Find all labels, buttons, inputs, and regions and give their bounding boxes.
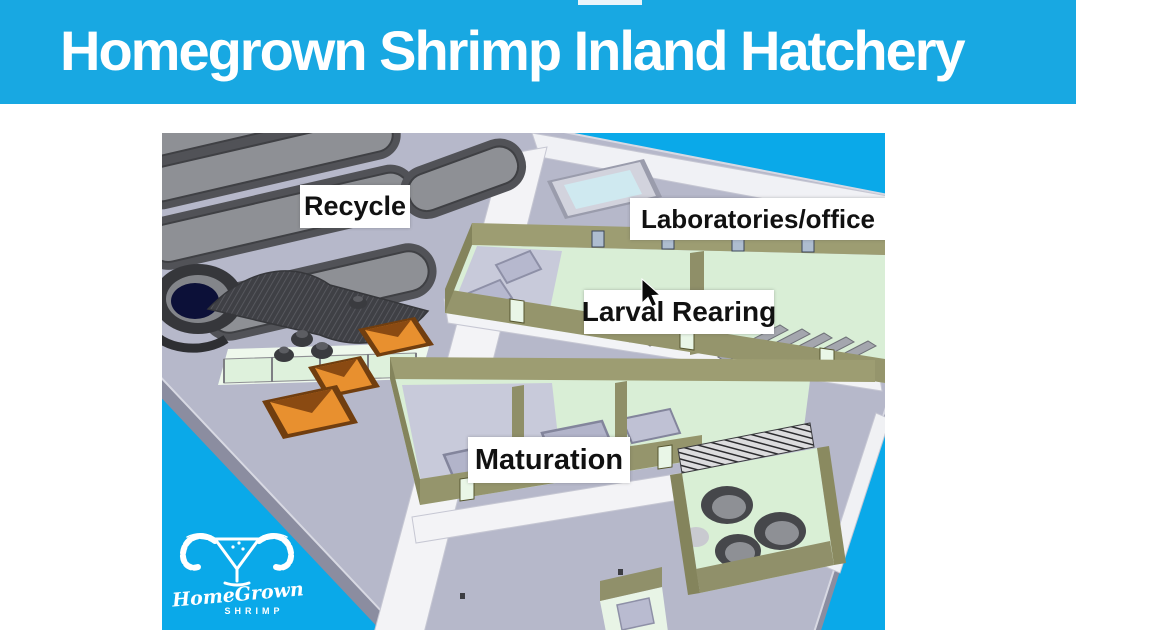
round-tank-room [670,422,846,595]
top-edge-notch [578,0,642,5]
label-maturation: Maturation [468,437,630,483]
pump-equipment [274,296,367,362]
logo-subtitle-text: SHRIMP [224,606,284,616]
facility-3d-render: Recycle Laboratories/office Larval Reari… [162,133,885,630]
shrimp-martini-icon [179,533,295,587]
label-larval-rearing: Larval Rearing [582,290,776,334]
page-title: Homegrown Shrimp Inland Hatchery [60,19,966,82]
drainage-pits [262,317,434,439]
label-recycle: Recycle [300,185,410,228]
round-water-tank [162,264,243,353]
slide-title-banner: Homegrown Shrimp Inland Hatchery [0,0,1076,104]
water-basin [547,159,662,219]
homegrown-shrimp-logo: HomeGrown SHRIMP [171,529,305,627]
label-laboratories-office: Laboratories/office [630,198,885,240]
hatchery-illustration [162,133,885,630]
annex-structure [600,567,668,630]
mouse-cursor-icon [641,277,662,308]
